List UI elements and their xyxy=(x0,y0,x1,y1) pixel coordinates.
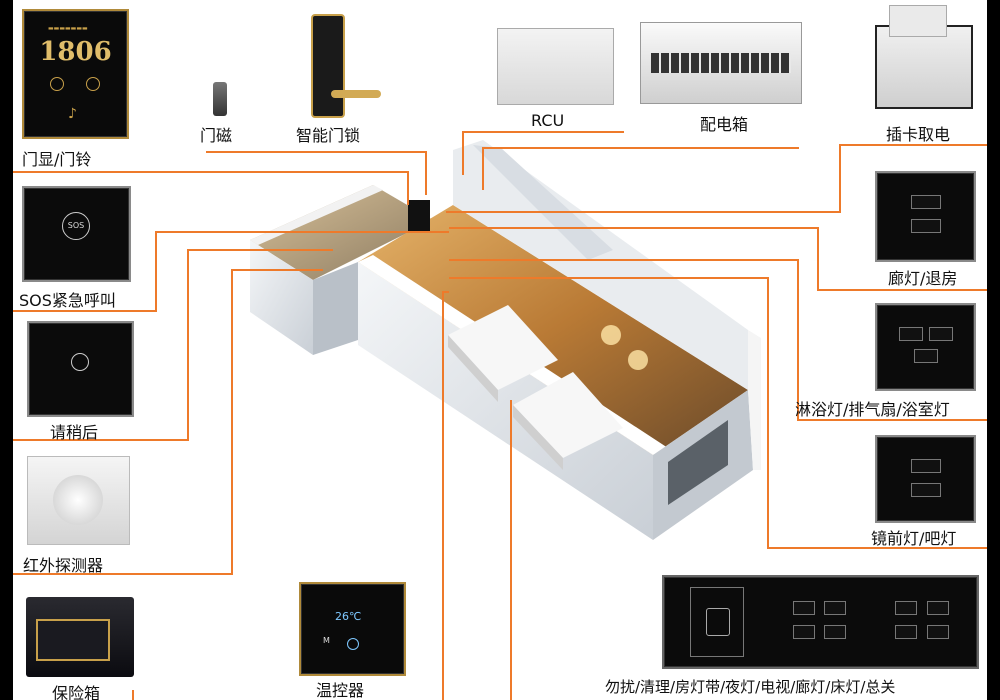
corridor-light-button[interactable] xyxy=(911,195,941,209)
dnd-icon xyxy=(50,77,64,91)
please-wait-panel xyxy=(27,321,134,417)
socket-icon xyxy=(690,587,744,657)
bedside-label: 勿扰/清理/房灯带/夜灯/电视/廊灯/床灯/总关 xyxy=(605,678,896,696)
motion-sensor-icon xyxy=(27,456,130,545)
safe-icon xyxy=(26,597,134,677)
thermostat-label: 温控器 xyxy=(316,681,365,700)
bedroom-floor xyxy=(358,205,748,455)
sos-button[interactable]: SOS xyxy=(62,212,90,240)
thermostat-panel: 26℃ M xyxy=(299,582,406,676)
connector-lines xyxy=(13,131,987,700)
bed-1 xyxy=(448,305,558,390)
shower-light-button[interactable] xyxy=(899,327,923,341)
mirror-bar-panel xyxy=(875,435,976,523)
room-strip-button[interactable] xyxy=(793,625,815,639)
mirror-bar-label: 镜前灯/吧灯 xyxy=(871,529,957,548)
card-slot-icon xyxy=(875,5,973,109)
thermostat-mode-key[interactable]: M xyxy=(323,636,330,645)
smart-lock-icon xyxy=(311,14,345,118)
distribution-box-label: 配电箱 xyxy=(700,115,749,134)
clean-icon xyxy=(86,77,100,91)
dnd-button[interactable] xyxy=(793,601,815,615)
window xyxy=(668,420,728,505)
bathroom-wall-left xyxy=(250,240,313,355)
clean-button[interactable] xyxy=(824,601,846,615)
card-power-label: 插卡取电 xyxy=(886,125,951,144)
tv-button[interactable] xyxy=(895,601,917,615)
checkout-button[interactable] xyxy=(911,219,941,233)
door-display-label: 门显/门铃 xyxy=(22,150,92,169)
night-light-button[interactable] xyxy=(824,625,846,639)
bed-2 xyxy=(513,372,623,458)
rcu-label: RCU xyxy=(531,111,565,130)
corridor-checkout-label: 廊灯/退房 xyxy=(888,269,958,288)
bed-light-button[interactable] xyxy=(895,625,917,639)
safe-label: 保险箱 xyxy=(52,684,101,700)
sos-label: SOS紧急呼叫 xyxy=(19,291,116,310)
door-display-panel: ▬▬▬▬▬▬▬ 1806 ♪ xyxy=(22,9,129,139)
room-model xyxy=(250,140,761,540)
distribution-box-icon xyxy=(640,22,802,104)
power-button-icon[interactable] xyxy=(347,638,359,650)
room-number: 1806 xyxy=(39,37,112,67)
bar-light-button[interactable] xyxy=(911,483,941,497)
bedside-panel xyxy=(662,575,979,669)
rcu-box-icon xyxy=(497,28,614,105)
hotel-name-line: ▬▬▬▬▬▬▬ xyxy=(48,25,88,32)
diagram-canvas: ▬▬▬▬▬▬▬ 1806 ♪ 门显/门铃 门磁 智能门锁 RCU 配电箱 插卡取… xyxy=(13,0,987,700)
sos-panel: SOS xyxy=(22,186,131,282)
lock-handle xyxy=(331,90,381,98)
bathroom-wall-front xyxy=(313,262,358,355)
thermostat-display: 26℃ xyxy=(335,610,362,623)
smart-lock-label: 智能门锁 xyxy=(296,126,361,145)
room-door xyxy=(408,200,430,232)
corridor-button[interactable] xyxy=(927,601,949,615)
please-wait-label: 请稍后 xyxy=(50,423,99,442)
corridor-checkout-panel xyxy=(875,171,976,262)
mirror-light-button[interactable] xyxy=(911,459,941,473)
bell-icon: ♪ xyxy=(68,106,77,122)
bath-panel xyxy=(875,303,976,391)
connectors xyxy=(13,131,987,700)
bedroom-back-wall xyxy=(453,140,748,390)
door-sensor-icon xyxy=(213,82,227,116)
exhaust-fan-button[interactable] xyxy=(929,327,953,341)
bedroom-front-wall xyxy=(358,262,653,540)
infrared-label: 红外探测器 xyxy=(23,556,104,575)
please-wait-button[interactable] xyxy=(71,353,89,371)
bath-light-button[interactable] xyxy=(914,349,938,363)
door-sensor-label: 门磁 xyxy=(200,126,233,145)
bath-label: 淋浴灯/排气扇/浴室灯 xyxy=(795,400,950,419)
master-off-button[interactable] xyxy=(927,625,949,639)
